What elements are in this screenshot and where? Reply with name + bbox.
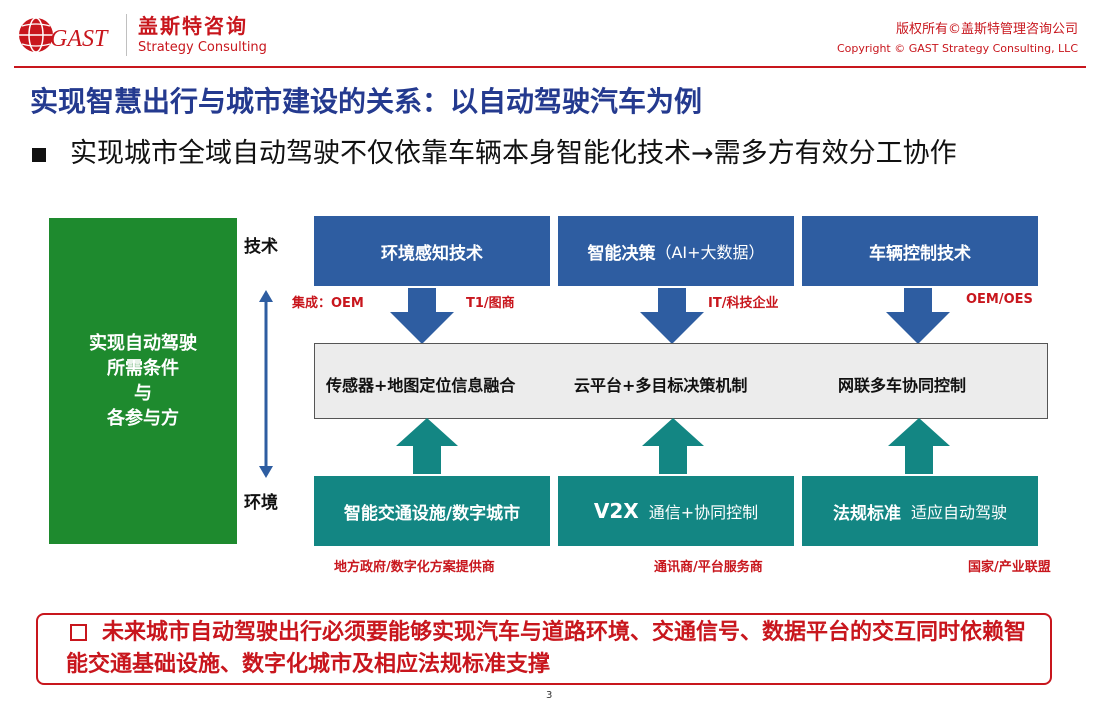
box-label: 智能交通设施/数字城市 bbox=[343, 503, 521, 524]
middle-item: 传感器+地图定位信息融合 bbox=[326, 376, 516, 395]
brand-name-cn: 盖斯特咨询 bbox=[138, 14, 248, 38]
bullet-marker bbox=[32, 148, 46, 162]
note-national: 国家/产业联盟 bbox=[968, 560, 1051, 575]
up-arrow-icon bbox=[888, 418, 950, 474]
logo-divider bbox=[126, 14, 127, 56]
smart-infra-box: 智能交通设施/数字城市 bbox=[314, 476, 550, 546]
down-arrow-icon bbox=[390, 288, 454, 344]
regulation-box: 法规标准 适应自动驾驶 bbox=[802, 476, 1038, 546]
note-integration: 集成：OEM bbox=[292, 296, 364, 311]
tech-label: 技术 bbox=[244, 237, 278, 257]
panel-line: 各参与方 bbox=[107, 408, 179, 429]
header-rule bbox=[14, 66, 1086, 68]
middle-item: 云平台+多目标决策机制 bbox=[574, 376, 748, 395]
note-it: IT/科技企业 bbox=[708, 296, 779, 311]
panel-line: 所需条件 bbox=[107, 358, 179, 379]
panel-line: 与 bbox=[134, 383, 152, 404]
box-label: 智能决策 bbox=[587, 243, 656, 264]
integration-band bbox=[314, 343, 1048, 419]
down-arrow-icon bbox=[640, 288, 704, 344]
conclusion-marker bbox=[70, 624, 87, 641]
bullet-text: 实现城市全域自动驾驶不仅依靠车辆本身智能化技术→需多方有效分工协作 bbox=[70, 138, 957, 169]
box-sub: （AI+大数据） bbox=[655, 243, 765, 262]
env-perception-box: 环境感知技术 bbox=[314, 216, 550, 286]
note-t1: T1/图商 bbox=[466, 296, 515, 311]
down-arrow-icon bbox=[886, 288, 950, 344]
middle-item: 网联多车协同控制 bbox=[838, 376, 967, 395]
conditions-panel: 实现自动驾驶 所需条件 与 各参与方 bbox=[49, 218, 237, 544]
svg-text:GAST: GAST bbox=[50, 26, 109, 52]
box-label: V2X bbox=[593, 499, 639, 523]
panel-line: 实现自动驾驶 bbox=[89, 333, 197, 354]
box-label: 法规标准 bbox=[832, 503, 901, 524]
vehicle-control-box: 车辆控制技术 bbox=[802, 216, 1038, 286]
conclusion-text: 未来城市自动驾驶出行必须要能够实现汽车与道路环境、交通信号、数据平台的交互同时依… bbox=[66, 620, 1027, 677]
box-label: 环境感知技术 bbox=[381, 243, 483, 264]
v2x-box: V2X 通信+协同控制 bbox=[558, 476, 794, 546]
up-arrow-icon bbox=[642, 418, 704, 474]
box-sub: 适应自动驾驶 bbox=[910, 503, 1007, 522]
box-sub: 通信+协同控制 bbox=[648, 503, 759, 522]
note-telecom: 通讯商/平台服务商 bbox=[654, 560, 763, 575]
note-local-gov: 地方政府/数字化方案提供商 bbox=[334, 560, 495, 575]
smart-decision-box: 智能决策 （AI+大数据） bbox=[558, 216, 794, 286]
double-arrow-icon bbox=[259, 290, 273, 478]
box-label: 车辆控制技术 bbox=[869, 243, 971, 264]
copyright-en: Copyright © GAST Strategy Consulting, LL… bbox=[836, 42, 1078, 55]
gast-logo: GAST bbox=[19, 17, 109, 53]
page-number: 3 bbox=[546, 690, 553, 701]
brand-name-en: Strategy Consulting bbox=[138, 40, 267, 55]
note-oem: OEM/OES bbox=[966, 292, 1033, 307]
env-label: 环境 bbox=[244, 493, 278, 513]
up-arrow-icon bbox=[396, 418, 458, 474]
slide-title: 实现智慧出行与城市建设的关系：以自动驾驶汽车为例 bbox=[30, 85, 703, 118]
copyright-cn: 版权所有©盖斯特管理咨询公司 bbox=[895, 22, 1078, 37]
conclusion-box bbox=[36, 613, 1052, 685]
